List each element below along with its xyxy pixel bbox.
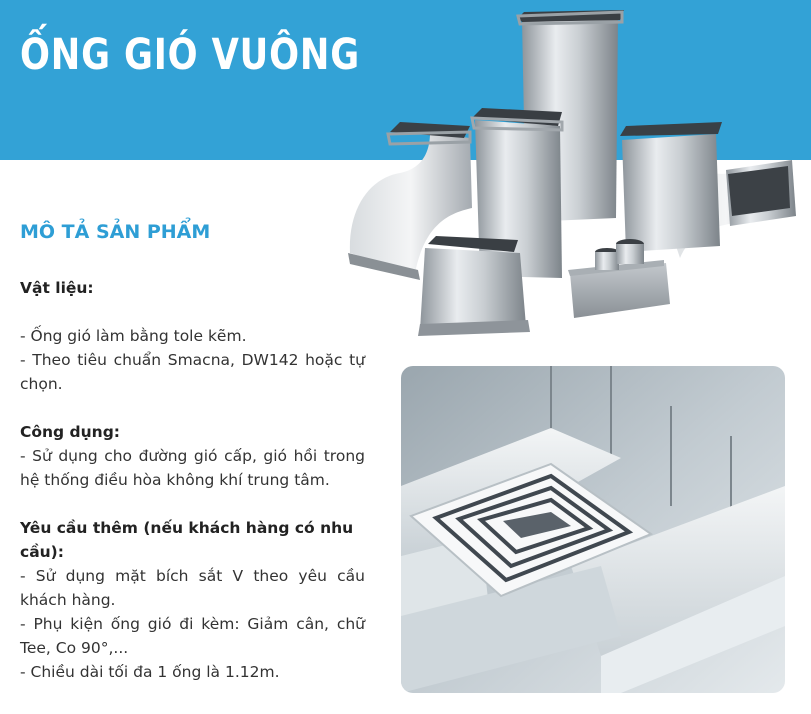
materials-block: Vật liệu: - Ống gió làm bằng tole kẽm. -…: [20, 276, 365, 396]
extra-block: Yêu cầu thêm (nếu khách hàng có nhu cầu)…: [20, 516, 365, 684]
usage-label: Công dụng:: [20, 423, 121, 441]
page-title: ỐNG GIÓ VUÔNG: [20, 30, 361, 80]
extra-line: - Phụ kiện ống gió đi kèm: Giảm cân, chữ…: [20, 615, 365, 657]
usage-block: Công dụng: - Sử dụng cho đường gió cấp, …: [20, 420, 365, 492]
materials-label: Vật liệu:: [20, 279, 94, 297]
ceiling-duct-diffuser-icon: [401, 366, 785, 693]
extra-line: - Chiều dài tối đa 1 ống là 1.12m.: [20, 663, 280, 681]
materials-line: - Theo tiêu chuẩn Smacna, DW142 hoặc tự …: [20, 351, 365, 393]
materials-line: - Ống gió làm bằng tole kẽm.: [20, 327, 247, 345]
description-text: Vật liệu: - Ống gió làm bằng tole kẽm. -…: [20, 276, 365, 684]
extra-line: - Sử dụng mặt bích sắt V theo yêu cầu kh…: [20, 567, 365, 609]
extra-label: Yêu cầu thêm (nếu khách hàng có nhu cầu)…: [20, 519, 354, 561]
usage-line: - Sử dụng cho đường gió cấp, gió hồi tro…: [20, 447, 365, 489]
section-heading: MÔ TẢ SẢN PHẨM: [20, 221, 211, 243]
duct-fittings-icon: [348, 10, 796, 336]
